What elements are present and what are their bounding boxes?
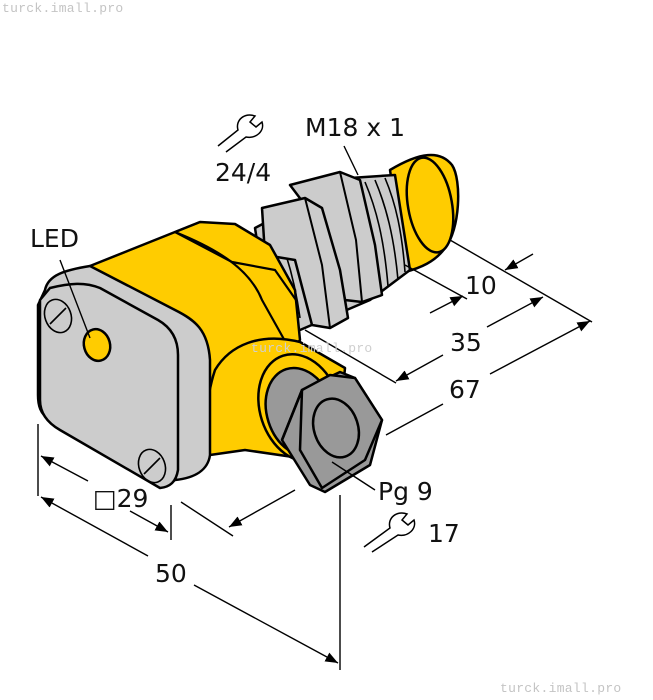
cable-gland-label: Pg 9 [378, 477, 433, 506]
dimension-lines [37, 239, 593, 670]
watermark-top: turck.imall.pro [2, 1, 124, 16]
wrench-icon [217, 114, 264, 153]
dimension-29-square: □29 [93, 484, 149, 513]
leader-lines [59, 145, 376, 491]
sensor-barrel [253, 153, 460, 332]
wrench-size-bottom-label: 17 [428, 519, 460, 548]
led-label: LED [30, 224, 79, 253]
wrench-size-top-label: 24/4 [215, 158, 272, 187]
dimension-35: 35 [450, 328, 482, 357]
cable-gland [264, 366, 384, 494]
dimension-10: 10 [465, 271, 497, 300]
dimension-50: 50 [155, 559, 187, 588]
watermark-bottom: turck.imall.pro [500, 681, 622, 696]
dimension-67: 67 [449, 375, 481, 404]
watermark-middle: turck.imall.pro [251, 341, 373, 356]
thread-label: M18 x 1 [305, 113, 405, 142]
wrench-icon [363, 512, 416, 553]
